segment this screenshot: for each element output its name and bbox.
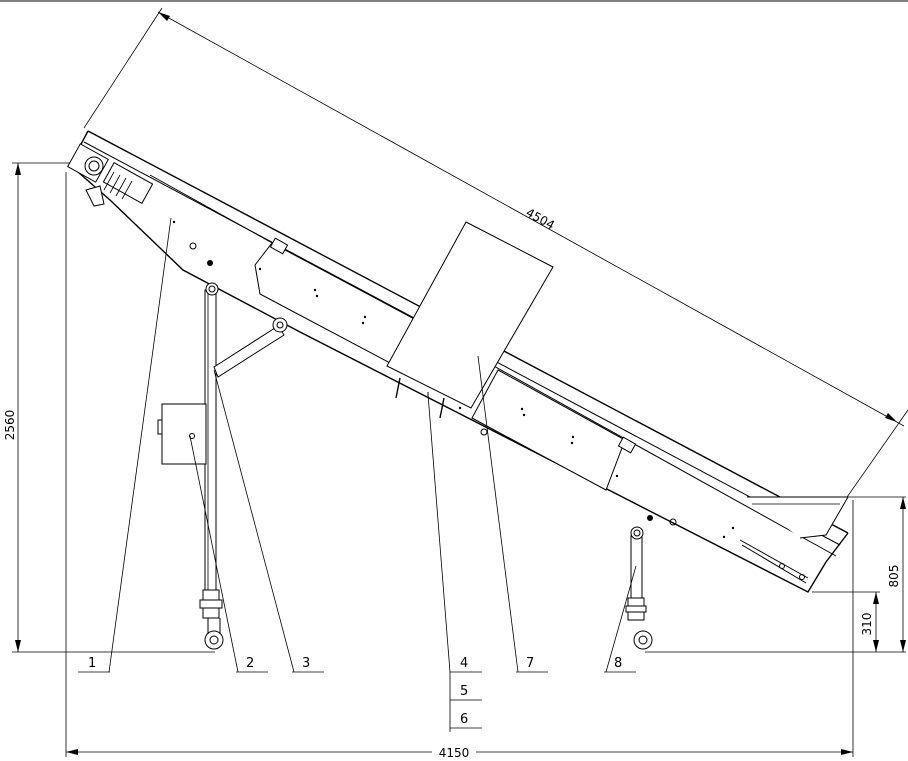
callout-5: 5	[460, 684, 468, 699]
side-panel-lower	[471, 369, 626, 491]
side-panel-upper	[254, 242, 421, 365]
dim-label-805: 805	[887, 565, 901, 588]
leader-lines	[78, 217, 637, 732]
dim-label-length: 4150	[439, 746, 470, 760]
callout-3: 3	[302, 656, 310, 671]
dim-label-310: 310	[860, 613, 874, 636]
dim-label-height: 2560	[3, 410, 17, 441]
callout-1: 1	[88, 656, 96, 671]
callout-4: 4	[460, 656, 468, 671]
control-box	[161, 403, 207, 465]
side-guard-plate	[386, 221, 554, 409]
callout-7: 7	[526, 656, 534, 671]
callout-8: 8	[614, 656, 622, 671]
front-wheel	[633, 630, 653, 650]
dimension-total-height: 2560	[3, 162, 215, 653]
dimension-total-length: 4150	[65, 172, 854, 760]
dim-label-slant: 4504	[524, 205, 558, 232]
discharge-chute	[739, 496, 849, 584]
dimension-discharge: 805 310	[645, 496, 906, 653]
callout-2: 2	[246, 656, 254, 671]
rear-support-leg	[157, 282, 288, 650]
front-support-leg	[625, 526, 653, 650]
rear-wheel	[204, 630, 224, 650]
drive-motor	[67, 143, 154, 207]
callout-6: 6	[460, 712, 468, 727]
dimension-slant-length: 4504	[83, 7, 908, 511]
